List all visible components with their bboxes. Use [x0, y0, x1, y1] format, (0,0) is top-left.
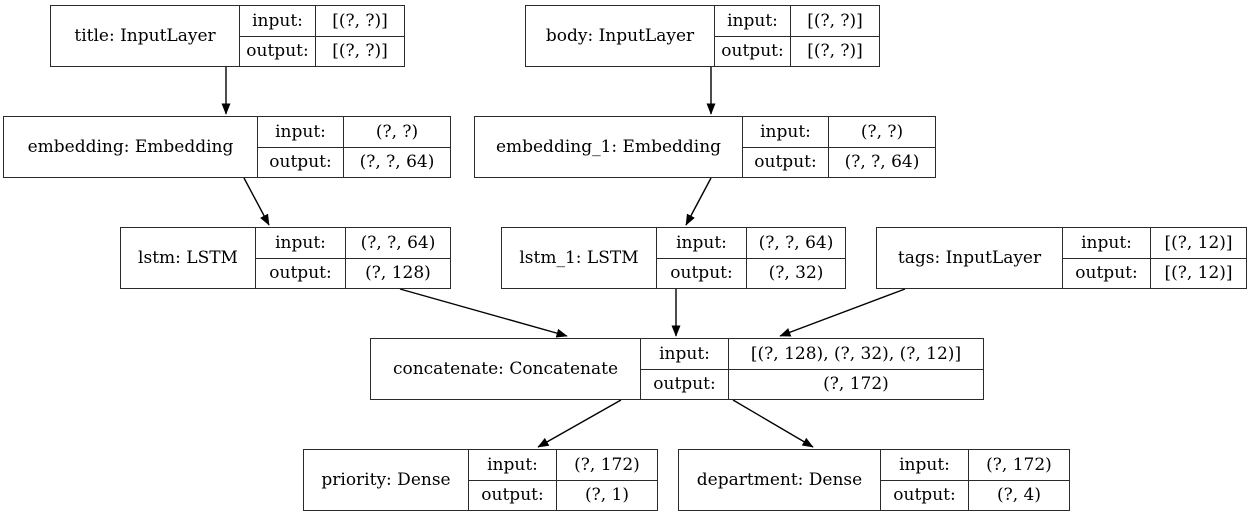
io-row-output-priority: output: (?, 1): [469, 480, 657, 510]
node-label-title: title: InputLayer: [51, 6, 240, 66]
io-table-lstm_1: input: (?, ?, 64) output: (?, 32): [657, 228, 845, 288]
io-label-output-embedding: output:: [258, 147, 344, 177]
io-table-embedding_1: input: (?, ?) output: (?, ?, 64): [743, 117, 935, 177]
io-row-output-lstm_1: output: (?, 32): [657, 258, 845, 288]
io-table-department: input: (?, 172) output: (?, 4): [881, 450, 1069, 510]
io-value-input-embedding: (?, ?): [375, 121, 419, 142]
edge-embedding-to-lstm: [243, 177, 270, 226]
io-row-output-lstm: output: (?, 128): [256, 258, 450, 288]
io-label-output-body: output:: [715, 36, 791, 66]
io-value-input-title: [(?, ?)]: [332, 10, 388, 31]
node-label-department: department: Dense: [679, 450, 881, 510]
io-row-input-lstm: input: (?, ?, 64): [256, 228, 450, 259]
io-row-input-priority: input: (?, 172): [469, 450, 657, 481]
io-value-output-body: [(?, ?)]: [807, 41, 863, 62]
io-label-output-tags: output:: [1063, 258, 1151, 288]
io-table-title: input: [(?, ?)] output: [(?, ?)]: [240, 6, 404, 66]
io-row-input-lstm_1: input: (?, ?, 64): [657, 228, 845, 259]
io-label-input-embedding: input:: [258, 117, 344, 147]
io-value-input-embedding_1: (?, ?): [860, 121, 904, 142]
io-label-output-department: output:: [881, 480, 969, 510]
io-label-input-body: input:: [715, 6, 791, 36]
edge-tags-to-concatenate: [779, 288, 906, 337]
edge-lstm-to-concatenate: [399, 288, 568, 338]
node-label-embedding_1: embedding_1: Embedding: [475, 117, 743, 177]
io-table-lstm: input: (?, ?, 64) output: (?, 128): [256, 228, 450, 288]
io-label-input-department: input:: [881, 450, 969, 480]
io-row-input-body: input: [(?, ?)]: [715, 6, 879, 37]
io-row-input-concatenate: input: [(?, 128), (?, 32), (?, 12)]: [641, 339, 983, 370]
io-value-input-priority: (?, 172): [574, 454, 640, 475]
io-label-input-lstm: input:: [256, 228, 346, 258]
io-value-input-body: [(?, ?)]: [807, 10, 863, 31]
io-value-input-tags: [(?, 12)]: [1164, 232, 1233, 253]
io-label-input-priority: input:: [469, 450, 557, 480]
io-row-output-embedding: output: (?, ?, 64): [258, 147, 450, 177]
io-table-concatenate: input: [(?, 128), (?, 32), (?, 12)] output…: [641, 339, 983, 399]
io-label-output-embedding_1: output:: [743, 147, 829, 177]
io-value-input-department: (?, 172): [986, 454, 1052, 475]
io-value-output-tags: [(?, 12)]: [1164, 263, 1233, 284]
io-row-output-department: output: (?, 4): [881, 480, 1069, 510]
io-row-input-tags: input: [(?, 12)]: [1063, 228, 1246, 259]
io-value-input-lstm: (?, ?, 64): [360, 232, 436, 253]
io-label-input-title: input:: [240, 6, 316, 36]
edge-embedding_1-to-lstm_1: [685, 177, 712, 226]
io-row-output-embedding_1: output: (?, ?, 64): [743, 147, 935, 177]
edge-concatenate-to-department: [732, 399, 814, 448]
io-row-input-department: input: (?, 172): [881, 450, 1069, 481]
node-label-embedding: embedding: Embedding: [4, 117, 258, 177]
io-table-priority: input: (?, 172) output: (?, 1): [469, 450, 657, 510]
io-value-input-concatenate: [(?, 128), (?, 32), (?, 12)]: [750, 343, 962, 364]
io-table-body: input: [(?, ?)] output: [(?, ?)]: [715, 6, 879, 66]
io-row-output-tags: output: [(?, 12)]: [1063, 258, 1246, 288]
io-value-output-lstm: (?, 128): [365, 263, 431, 284]
node-label-priority: priority: Dense: [304, 450, 469, 510]
node-label-lstm_1: lstm_1: LSTM: [502, 228, 657, 288]
io-label-input-lstm_1: input:: [657, 228, 747, 258]
io-row-output-body: output: [(?, ?)]: [715, 36, 879, 66]
io-row-input-embedding_1: input: (?, ?): [743, 117, 935, 148]
io-value-output-embedding: (?, ?, 64): [359, 152, 435, 173]
edge-concatenate-to-priority: [537, 399, 622, 448]
io-label-output-lstm: output:: [256, 258, 346, 288]
io-label-output-priority: output:: [469, 480, 557, 510]
io-label-output-concatenate: output:: [641, 369, 729, 399]
io-label-input-concatenate: input:: [641, 339, 729, 369]
io-row-output-title: output: [(?, ?)]: [240, 36, 404, 66]
io-table-tags: input: [(?, 12)] output: [(?, 12)]: [1063, 228, 1246, 288]
io-label-input-embedding_1: input:: [743, 117, 829, 147]
node-label-concatenate: concatenate: Concatenate: [371, 339, 641, 399]
io-value-output-department: (?, 4): [996, 485, 1041, 506]
io-label-output-lstm_1: output:: [657, 258, 747, 288]
io-value-output-lstm_1: (?, 32): [768, 263, 824, 284]
io-table-embedding: input: (?, ?) output: (?, ?, 64): [258, 117, 450, 177]
io-value-input-lstm_1: (?, ?, 64): [758, 232, 834, 253]
io-value-output-priority: (?, 1): [584, 485, 629, 506]
io-row-input-embedding: input: (?, ?): [258, 117, 450, 148]
node-label-tags: tags: InputLayer: [877, 228, 1063, 288]
io-value-output-concatenate: (?, 172): [823, 374, 889, 395]
io-label-input-tags: input:: [1063, 228, 1151, 258]
io-value-output-embedding_1: (?, ?, 64): [844, 152, 920, 173]
io-row-input-title: input: [(?, ?)]: [240, 6, 404, 37]
node-label-body: body: InputLayer: [526, 6, 715, 66]
io-value-output-title: [(?, ?)]: [332, 41, 388, 62]
node-label-lstm: lstm: LSTM: [121, 228, 256, 288]
io-label-output-title: output:: [240, 36, 316, 66]
io-row-output-concatenate: output: (?, 172): [641, 369, 983, 399]
